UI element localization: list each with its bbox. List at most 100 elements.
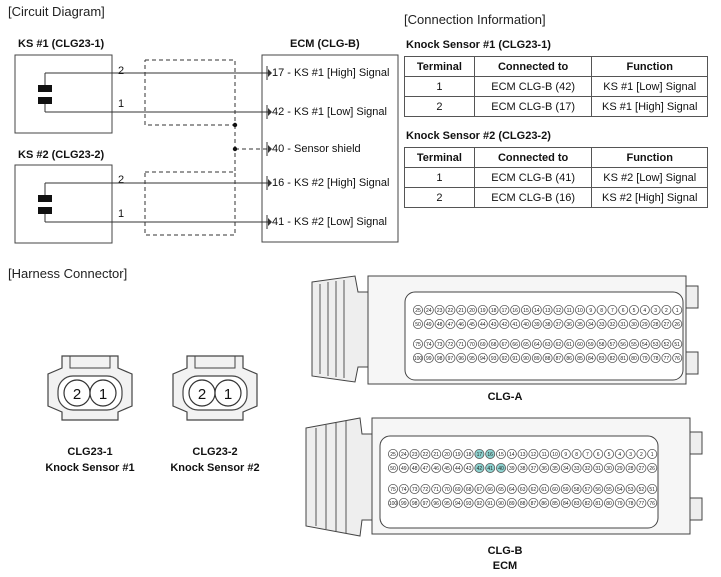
connector-pin [585,353,596,364]
connector-pin [528,449,539,460]
ks1-box [14,54,113,134]
connector-pin [398,463,409,474]
connector-pin [564,353,575,364]
connector-pin-number: 62 [556,342,562,348]
connector-pin-number: 60 [577,342,583,348]
connector-pin-number: 85 [577,356,583,362]
connector-pin [485,484,496,495]
clg23-2-pin-2: 2 [198,386,206,403]
connector-pin-number: 65 [498,487,504,493]
connector-pin [542,339,553,350]
connector-pin [420,484,431,495]
table-row: 2 ECM CLG-B (16) KS #2 [High] Signal [404,187,708,208]
connector-pin [672,339,683,350]
header-connected-to: Connected to [473,56,593,77]
ks1-sensor-symbol [38,73,52,112]
connector-pin [560,463,571,474]
clg23-2-name: Knock Sensor #2 [170,462,260,474]
connector-pin-number: 44 [480,322,486,328]
connector-pin [466,353,477,364]
connector-pin-number: 32 [585,466,591,472]
connector-pin [485,498,496,509]
connector-pin [431,498,442,509]
connector-pin-number: 31 [595,466,601,472]
connector-pin-number: 80 [631,356,637,362]
connector-pin-number: 28 [653,322,659,328]
connector-pin [488,339,499,350]
connector-pin-number: 26 [649,466,655,472]
connector-pin-number: 1 [651,452,654,458]
connector-pin-number: 37 [556,322,562,328]
connector-pin [596,353,607,364]
ks1-connection-table: Terminal Connected to Function 1 ECM CLG… [404,56,708,117]
connector-pin-number: 99 [426,356,432,362]
connector-pin-number: 48 [412,466,418,472]
connector-pin-number: 31 [620,322,626,328]
connector-pin [574,339,585,350]
connector-pin [452,498,463,509]
connector-pin [661,305,672,316]
connector-pin-number: 13 [545,308,551,314]
connector-pin [488,305,499,316]
connector-pin-number: 35 [577,322,583,328]
connector-pin [445,305,456,316]
connector-pin-number: 12 [556,308,562,314]
connector-pin-number: 60 [552,487,558,493]
connector-pin-number: 85 [552,501,558,507]
connector-pin [636,484,647,495]
connector-pin-number: 69 [455,487,461,493]
ecm-pin-42-label: 42 - KS #1 [Low] Signal [272,106,387,118]
ks2-pin2-label: 2 [118,174,125,186]
connector-pin-number: 66 [487,487,493,493]
connector-pin [542,305,553,316]
connector-pin [574,353,585,364]
connector-pin-number: 10 [552,452,558,458]
connector-pin-number: 67 [502,342,508,348]
connector-pin-number: 78 [628,501,634,507]
connector-pin-number: 9 [564,452,567,458]
connector-pin-number: 84 [563,501,569,507]
connector-pin [603,498,614,509]
connector-pin [477,339,488,350]
connector-pin-number: 59 [588,342,594,348]
ecm-title: ECM (CLG-B) [290,38,360,50]
connector-pin-number: 3 [629,452,632,458]
connector-pin [420,449,431,460]
harness-connector-title: [Harness Connector] [8,266,128,281]
connector-pin-number: 25 [390,452,396,458]
connector-pin [413,353,424,364]
connector-pin [614,498,625,509]
connector-pin-number: 89 [509,501,515,507]
connector-pin [528,498,539,509]
connector-pin [672,353,683,364]
connector-pin-number: 80 [606,501,612,507]
table-row: 1 ECM CLG-B (42) KS #1 [Low] Signal [404,76,708,97]
connector-pin-number: 40 [498,466,504,472]
connector-pin-number: 77 [664,356,670,362]
connector-pin [488,319,499,330]
connector-pin-number: 71 [433,487,439,493]
connector-pin-number: 35 [552,466,558,472]
connector-pin-number: 91 [512,356,518,362]
connector-pin [628,353,639,364]
connector-pin-number: 10 [577,308,583,314]
connector-pin-number: 16 [512,308,518,314]
connector-pin-number: 19 [480,308,486,314]
connector-pin [466,305,477,316]
connector-pin [474,449,485,460]
clg-a-label: CLG-A [487,391,523,403]
connector-pin [413,339,424,350]
table-header-row: Terminal Connected to Function [404,147,708,168]
connector-pin-number: 64 [534,342,540,348]
clg-b-sub-label: ECM [492,560,518,572]
connector-pin-number: 68 [466,487,472,493]
connector-pin [520,353,531,364]
connector-pin-number: 73 [437,342,443,348]
ks1-pin2-label: 2 [118,65,125,77]
connector-pin [445,319,456,330]
connector-pin [510,319,521,330]
connector-pin [582,463,593,474]
connector-pin [485,449,496,460]
table-row: 1 ECM CLG-B (41) KS #2 [Low] Signal [404,167,708,188]
connector-pin [628,305,639,316]
